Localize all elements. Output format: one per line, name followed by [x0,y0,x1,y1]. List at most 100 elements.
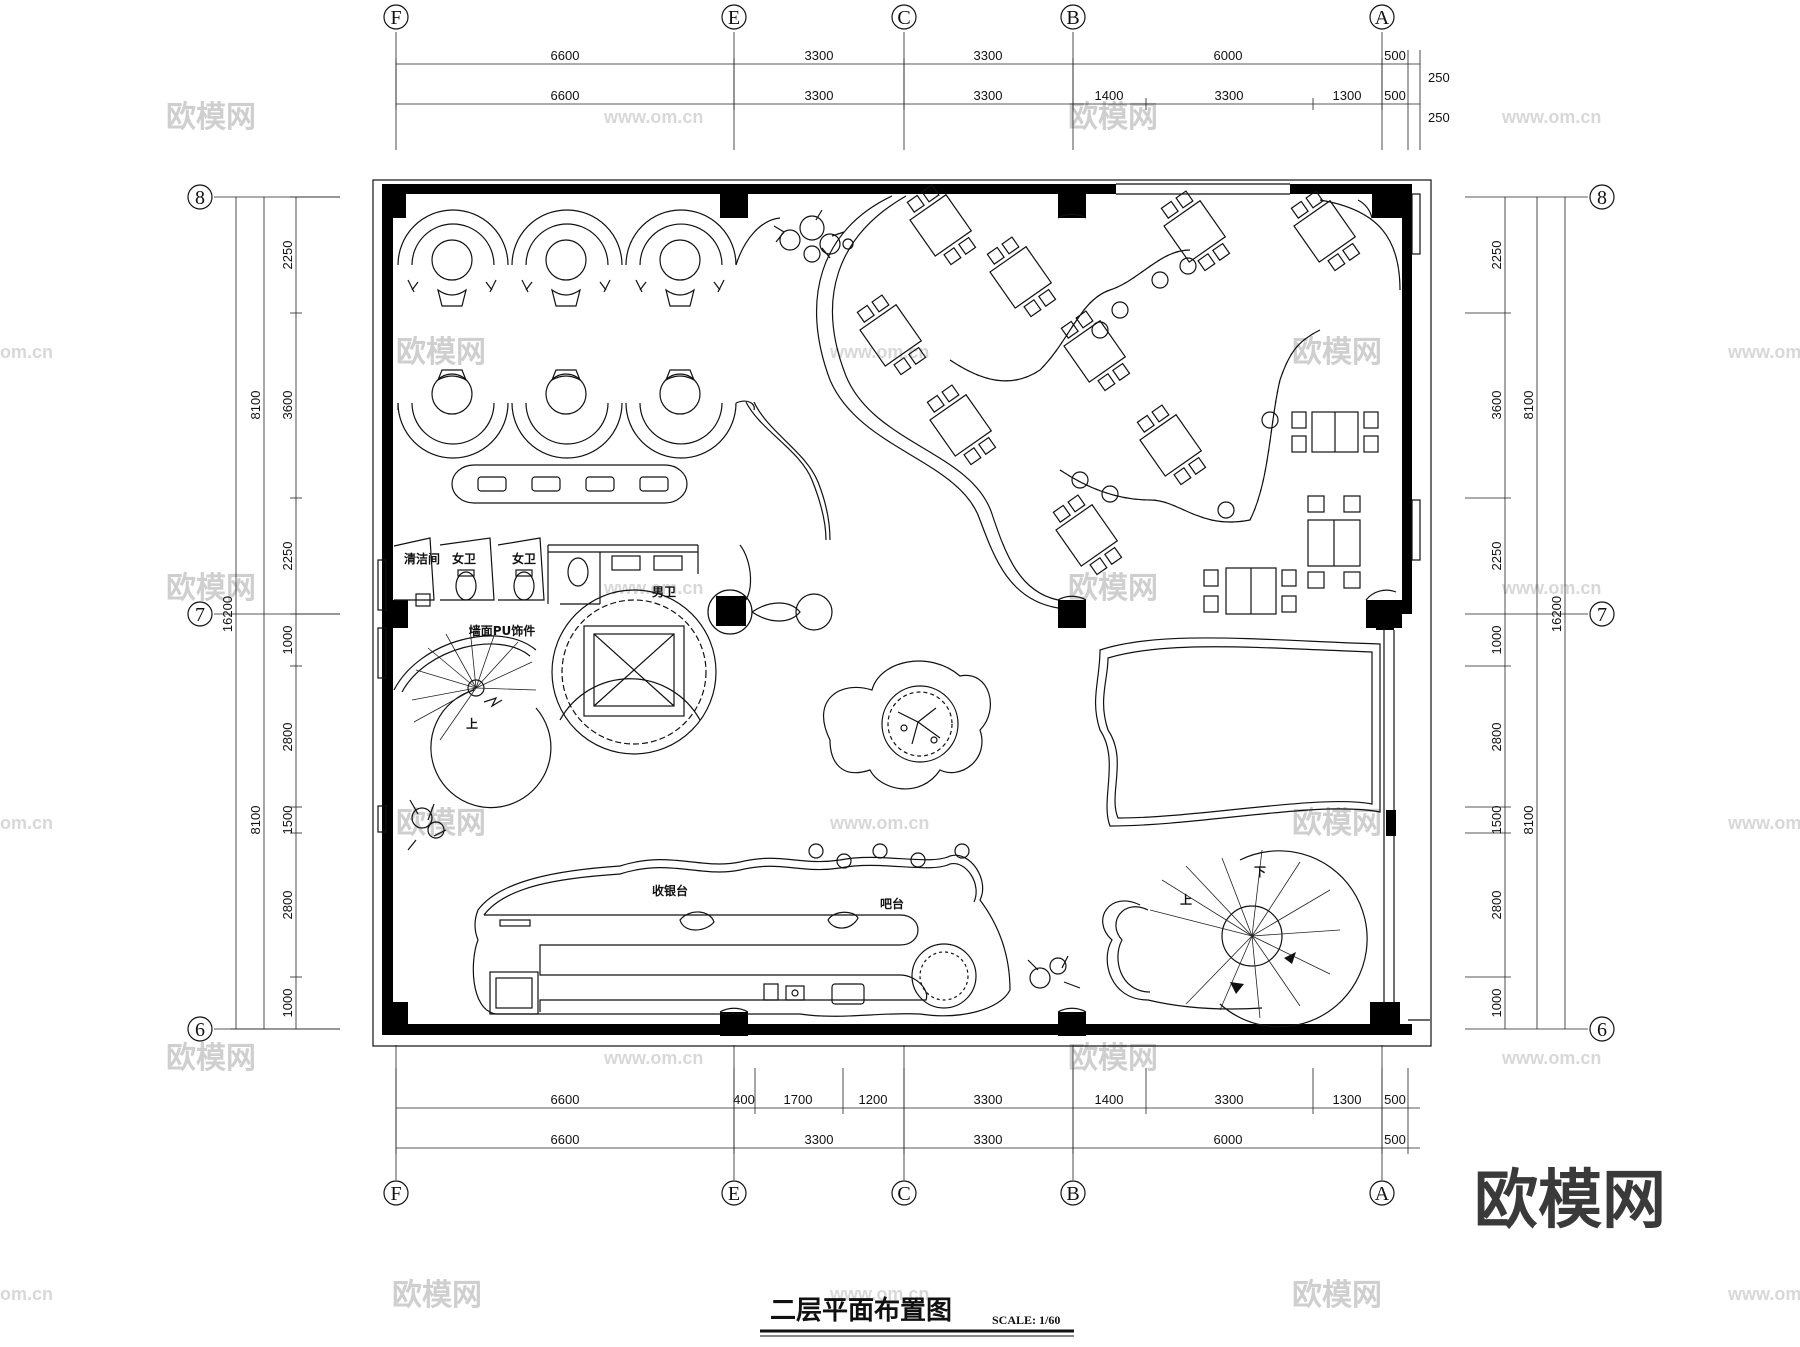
dim-bottom2: 6000 [1214,1132,1243,1147]
dim-top2: 3300 [805,88,834,103]
grid-label-row: 6 [1597,1019,1607,1041]
drawing-title: 二层平面布置图 [770,1296,952,1326]
dim-left-inner: 2250 [280,241,295,270]
grid-label-col: E [728,1183,740,1205]
dim-right-inner: 1000 [1489,989,1504,1018]
dim-left-mid: 8100 [248,391,263,420]
room-women-1: 女卫 [452,551,476,566]
dining-table-set [1160,190,1231,272]
watermark-url: www.om.cn [829,342,929,362]
dining-table-set [906,184,977,266]
watermark-url: www.om.cn [829,1284,929,1304]
spiral-staircase-right: 上 下 [1102,849,1368,1028]
dim-right-mid: 8100 [1521,806,1536,835]
grid-label-col: C [897,1183,910,1205]
plant-icon [407,799,1081,989]
label-pu-wall: 墙面PU饰件 [469,623,536,638]
dim-right-inner: 2800 [1489,891,1504,920]
brand-logo-text: 欧模网 [1474,1164,1666,1238]
grid-label-row: 6 [195,1019,205,1041]
grid-label-col: C [897,7,910,29]
dimension-lines: 6600 3300 3300 6000 500 6600 3300 3300 1… [220,48,1566,1154]
dim-top1: 6000 [1214,48,1243,63]
dim-left-inner: 1000 [280,989,295,1018]
stair2-down-label: 下 [1254,865,1266,879]
stair-up-label: 上 [466,716,478,731]
dining-table-set [856,294,927,376]
watermark-url: www.om.cn [1727,813,1800,833]
watermark-url: www.om.cn [829,813,929,833]
dim-bottom2: 3300 [974,1132,1003,1147]
dim-top1: 6600 [551,48,580,63]
dim-right-mid: 8100 [1521,391,1536,420]
watermark-edge: om.cn [0,813,53,833]
watermark-url: www.om.cn [603,578,703,598]
grid-label-col: F [390,7,401,29]
watermark-url: www.om.cn [1501,578,1601,598]
booth-seating [397,209,831,541]
watermark-url: www.om.cn [1501,1048,1601,1068]
watermark-edge: om.cn [0,1284,53,1304]
dim-bottom1: 1300 [1333,1092,1362,1107]
grid-label-row: 8 [1597,187,1607,209]
watermarks: 欧模网 欧模网 欧模网 欧模网 欧模网 欧模网 欧模网 欧模网 欧模网 欧模网 … [0,100,1800,1313]
room-women-2: 女卫 [512,551,536,566]
dining-tables [856,184,1379,615]
grid-axes: F E C B A F E C B A 8 7 6 [187,4,1615,1206]
dim-top-right: 250 [1428,70,1450,85]
dining-table-set [1290,190,1361,272]
watermark-url: www.om.cn [603,1048,703,1068]
dim-right-inner: 1000 [1489,626,1504,655]
grid-label-col: F [390,1183,401,1205]
dim-bottom1: 6600 [551,1092,580,1107]
grid-label-row: 7 [1597,604,1607,626]
planter-strip-icon [949,249,1321,523]
outer-walls [372,179,1432,1047]
grid-label-col: B [1066,7,1079,29]
room-cleaning: 清洁间 [404,551,440,566]
dim-bottom1: 1700 [784,1092,813,1107]
drawing-scale: SCALE: 1/60 [992,1313,1060,1327]
dining-table-set [1136,404,1207,486]
dim-bottom1: 3300 [1215,1092,1244,1107]
dim-top-right: 250 [1428,110,1450,125]
dining-table-set [1060,310,1131,392]
dim-right-inner: 2250 [1489,542,1504,571]
stair2-up-label: 上 [1180,892,1192,907]
dim-top2: 500 [1384,88,1406,103]
grid-label-col: A [1375,1183,1390,1205]
dim-top2: 3300 [1215,88,1244,103]
watermark-brand: 欧模网 [392,1278,482,1313]
dining-table-set [1052,494,1123,576]
dim-right-inner: 2250 [1489,241,1504,270]
dining-table-set [926,384,997,466]
watermark-brand: 欧模网 [396,335,486,370]
dim-right-inner: 1500 [1489,806,1504,835]
watermark-brand: 欧模网 [166,571,256,606]
dim-bottom1: 3300 [974,1092,1003,1107]
watermark-brand: 欧模网 [166,1041,256,1076]
grid-label-col: A [1375,7,1390,29]
dim-top2: 3300 [974,88,1003,103]
dim-left-total: 16200 [220,596,235,632]
watermark-brand: 欧模网 [1292,335,1382,370]
dim-bottom1: 1200 [859,1092,888,1107]
drawing-title-block: 二层平面布置图 SCALE: 1/60 [760,1296,1074,1337]
watermark-brand: 欧模网 [1068,1041,1158,1076]
bar-counter: 收银台 吧台 [472,843,1011,1017]
dim-left-inner: 3600 [280,391,295,420]
dim-left-inner: 1500 [280,806,295,835]
dim-bottom2: 3300 [805,1132,834,1147]
booth-row-top [397,209,781,307]
dining-table-set [986,236,1057,318]
dining-table-set [1291,411,1379,453]
watermark-url: www.om.cn [1727,342,1800,362]
central-planter-icon [823,660,991,790]
dim-left-inner: 2800 [280,891,295,920]
watermark-brand: 欧模网 [1292,1278,1382,1313]
watermark-edge: om.cn [0,342,53,362]
grid-label-col: E [728,7,740,29]
spiral-staircase-left: 上 [393,627,552,809]
watermark-url: www.om.cn [1727,1284,1800,1304]
